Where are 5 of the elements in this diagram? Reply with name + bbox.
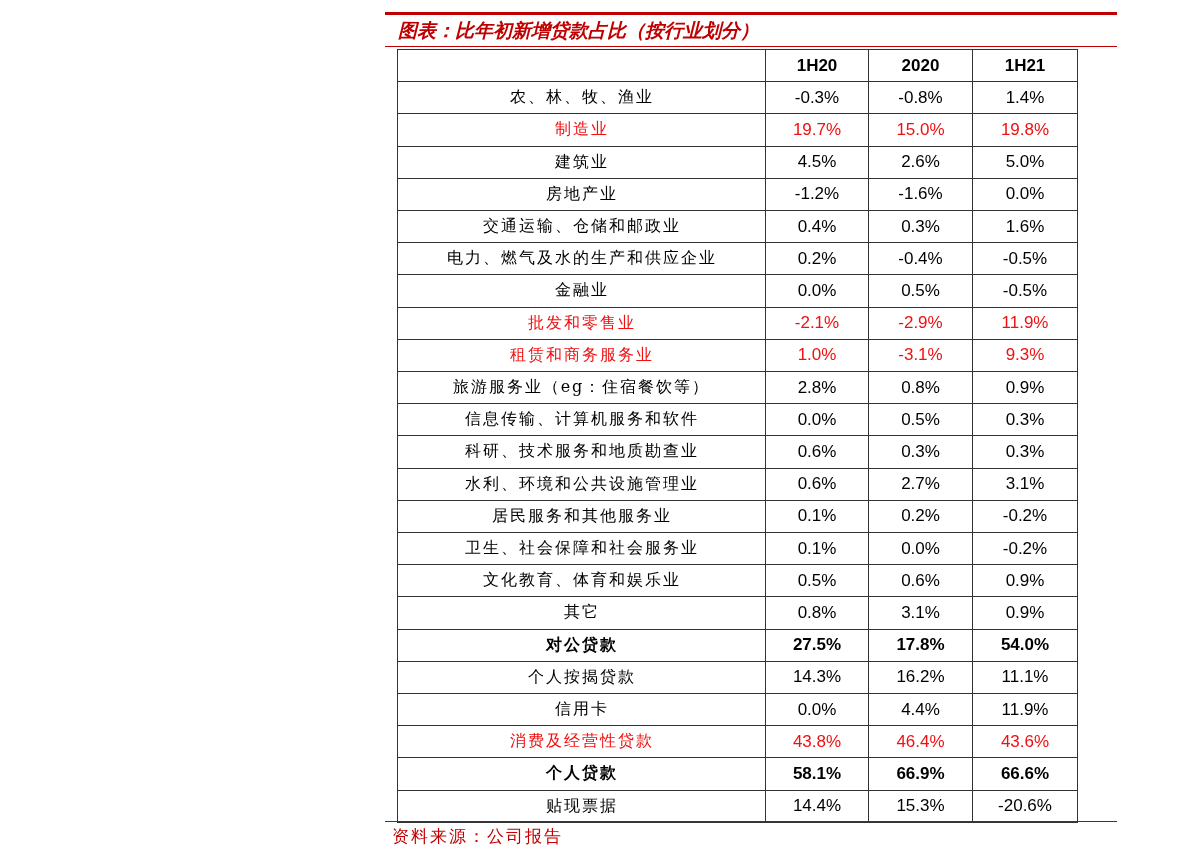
table-cell: 1H21 bbox=[972, 49, 1078, 83]
table-cell: -20.6% bbox=[972, 789, 1078, 823]
source-note: 资料来源：公司报告 bbox=[392, 825, 563, 848]
table-title: 图表：比年初新增贷款占比（按行业划分） bbox=[398, 18, 759, 43]
table-cell: 贴现票据 bbox=[397, 789, 766, 823]
